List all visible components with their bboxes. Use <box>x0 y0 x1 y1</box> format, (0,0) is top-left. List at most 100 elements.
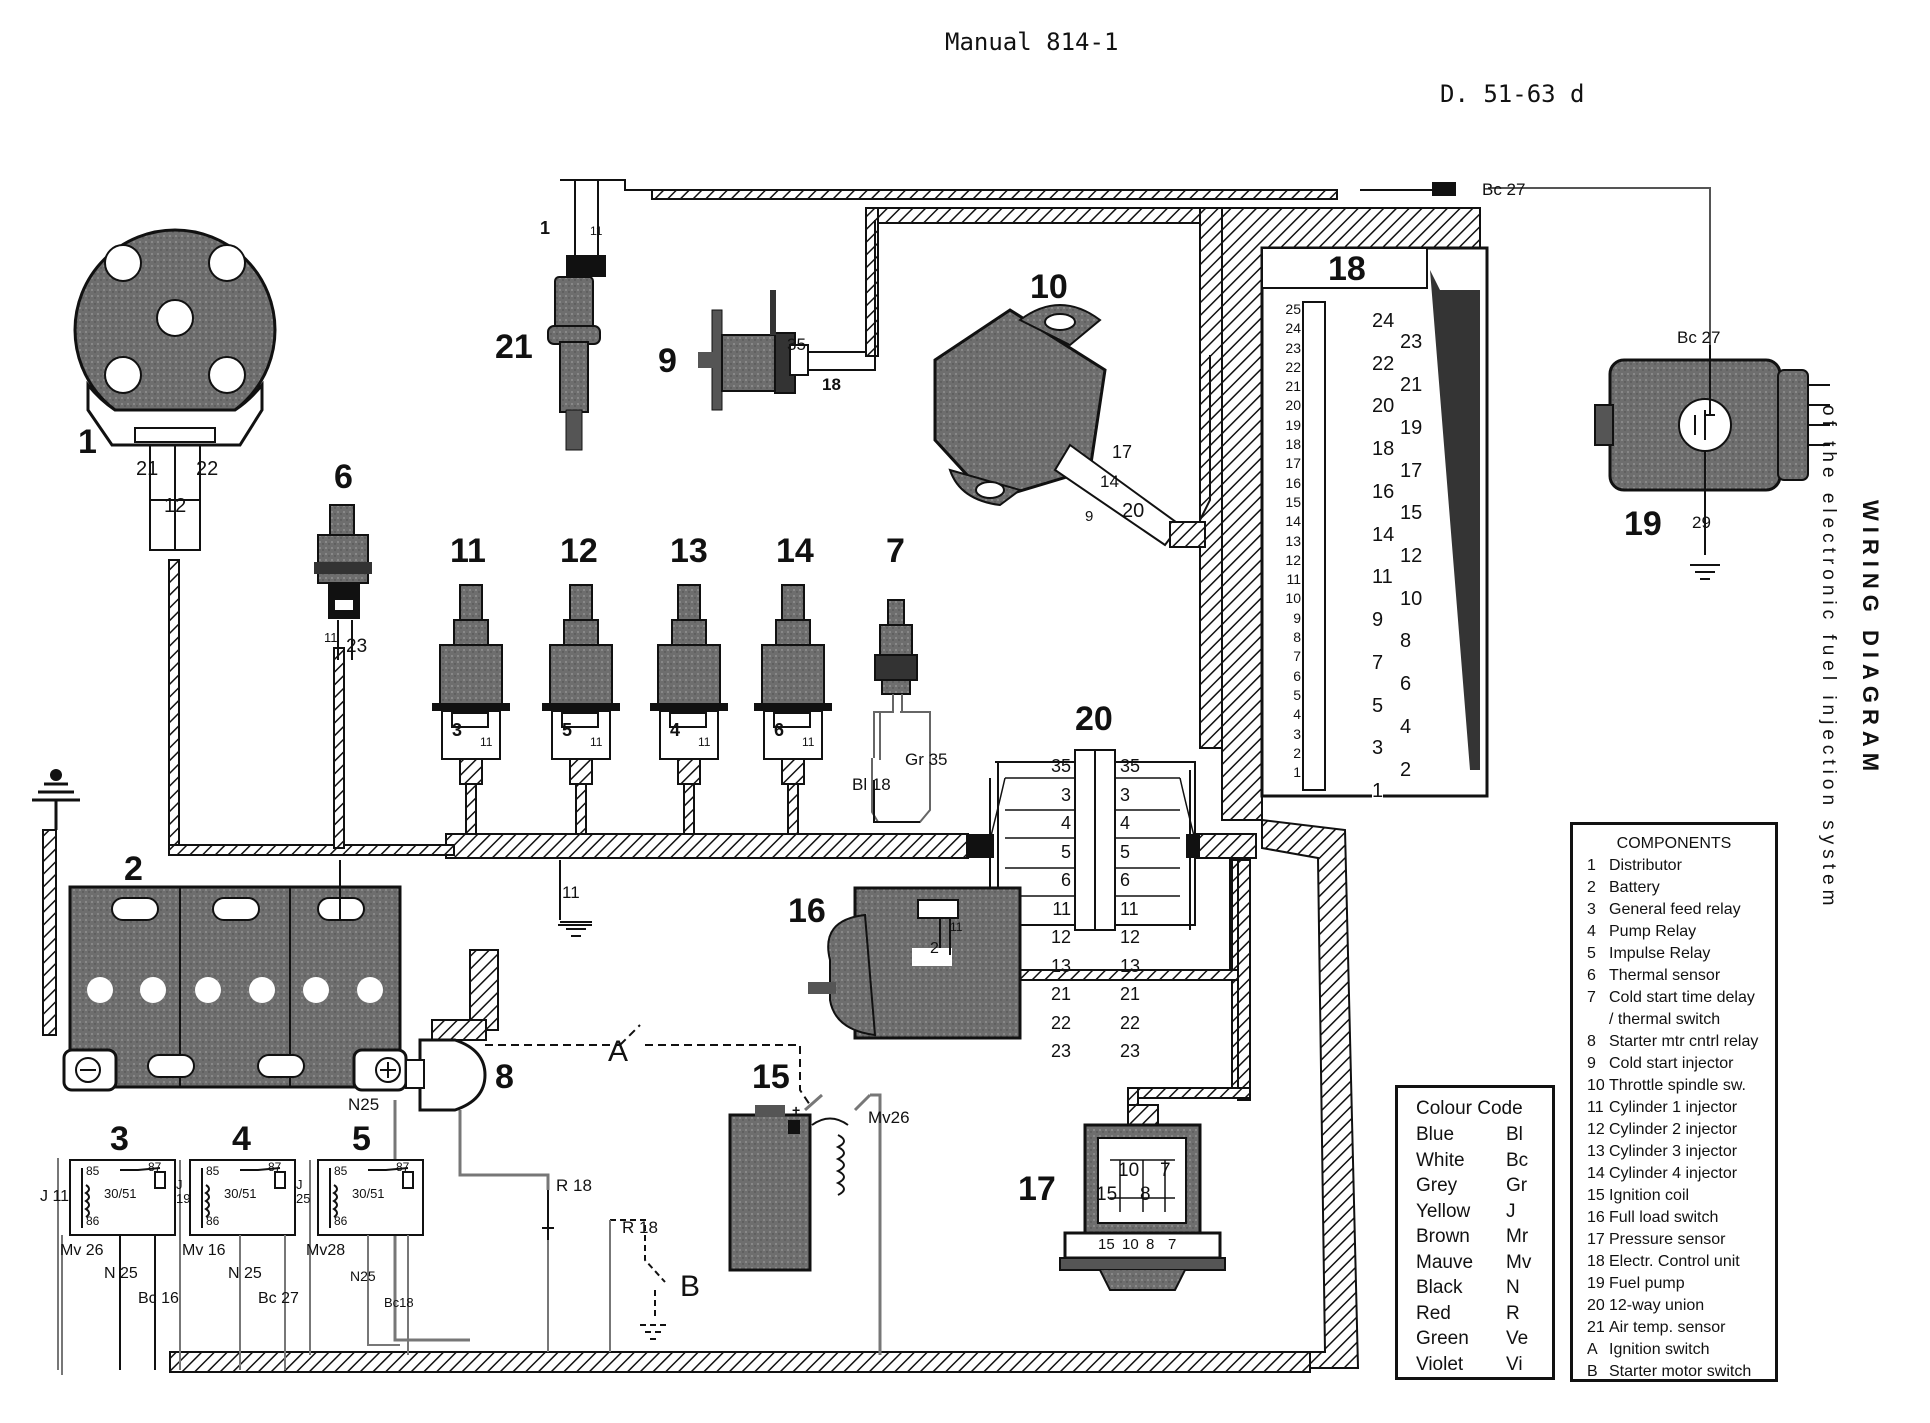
fuel-pump <box>1488 187 1830 580</box>
relay3-86: 86 <box>86 1214 100 1228</box>
component-key: 15 <box>1587 1187 1605 1204</box>
relay5-87: 87 <box>396 1160 410 1174</box>
thermal-sensor <box>314 504 372 660</box>
union-right-pin: 22 <box>1120 1012 1141 1033</box>
colour-abbrev: Mr <box>1506 1226 1529 1247</box>
wire-csi-35: 35 <box>787 335 806 354</box>
component-name: Starter motor switch <box>1609 1363 1752 1380</box>
ecu-wire-label: 1 <box>1372 780 1384 803</box>
distributor <box>73 228 277 551</box>
union-right-pins: 35 3 4 5 6 11 12 13 21 22 23 <box>1120 752 1186 1066</box>
label-16: 16 <box>788 892 826 930</box>
ps-b15: 15 <box>1098 1236 1115 1253</box>
ecu-pin: 3 <box>1293 725 1301 742</box>
union-right-pin: 12 <box>1120 927 1141 947</box>
component-name: Cylinder 2 injector <box>1609 1121 1738 1138</box>
label-7: 7 <box>886 532 905 570</box>
wire-dist-12: 12 <box>164 495 187 517</box>
wire-inj4-b: 11 <box>802 735 815 749</box>
relay5-85: 85 <box>334 1164 348 1178</box>
component-name: Battery <box>1609 879 1660 896</box>
colour-name: Yellow <box>1416 1200 1471 1222</box>
union-right-pin: 21 <box>1120 984 1141 1004</box>
ecu-wire-fan <box>1430 270 1480 770</box>
colour-abbrev: N <box>1506 1277 1520 1298</box>
ecu-pin: 16 <box>1285 474 1301 491</box>
colour-abbrev: Mv <box>1506 1251 1532 1273</box>
wire-inj4-a: 6 <box>774 720 785 740</box>
ecu-pin: 7 <box>1293 648 1301 665</box>
union-right-pin: 13 <box>1120 955 1141 976</box>
wire-csi-18: 18 <box>822 375 841 394</box>
wire-inj2-a: 5 <box>562 720 573 740</box>
label-2: 2 <box>124 850 143 888</box>
ps-10: 10 <box>1118 1160 1140 1181</box>
label-15: 15 <box>752 1058 790 1096</box>
union-12-way <box>989 749 1196 931</box>
switch-b-label: B <box>680 1270 701 1303</box>
throttle-spindle-switch <box>933 304 1211 548</box>
ecu-pin: 14 <box>1285 513 1301 530</box>
relay4-bc: Bc 27 <box>258 1290 299 1307</box>
ecu-wire-label: 23 <box>1400 331 1423 355</box>
component-key: 12 <box>1587 1121 1605 1138</box>
ps-b8: 8 <box>1146 1236 1155 1253</box>
harness-main <box>42 189 1481 1373</box>
label-8: 8 <box>495 1058 514 1096</box>
colour-name: Red <box>1416 1302 1451 1324</box>
wire-bc27-pump: Bc 27 <box>1677 328 1721 347</box>
colour-name: Grey <box>1416 1175 1458 1196</box>
component-name: Cylinder 1 injector <box>1609 1099 1738 1116</box>
wire-bc27-top: Bc 27 <box>1482 180 1526 199</box>
injector-3 <box>650 584 728 835</box>
ecu-wire-label: 2 <box>1400 758 1412 782</box>
component-key: 18 <box>1587 1253 1605 1270</box>
wire-29: 29 <box>1692 513 1711 532</box>
component-key: 2 <box>1587 879 1596 896</box>
coil-plus: + <box>792 1102 801 1118</box>
component-key: 13 <box>1587 1143 1605 1160</box>
component-name: Cylinder 3 injector <box>1609 1143 1738 1160</box>
relay3-87: 87 <box>148 1160 162 1174</box>
component-name: Throttle spindle sw. <box>1609 1077 1746 1094</box>
union-left-pin: 23 <box>1050 1041 1071 1061</box>
wire-bl18: Bl 18 <box>852 775 891 794</box>
union-right-pin: 6 <box>1120 870 1131 890</box>
component-name: Distributor <box>1609 857 1682 874</box>
ecu-wire-label: 8 <box>1400 630 1412 654</box>
ecu-wire-label: 12 <box>1400 545 1423 568</box>
ecu-pin: 4 <box>1293 706 1301 723</box>
component-name: Thermal sensor <box>1609 967 1721 984</box>
component-name: 12-way union <box>1609 1297 1705 1314</box>
ecu-wire-label: 18 <box>1372 438 1395 462</box>
ecu-pin: 1 <box>1293 764 1301 781</box>
ecu-wire-label: 9 <box>1372 609 1384 633</box>
ecu-pin: 12 <box>1285 551 1301 568</box>
colour-abbrev: Bl <box>1506 1124 1523 1145</box>
union-left-pin: 13 <box>1050 955 1071 976</box>
label-18: 18 <box>1328 250 1366 288</box>
colour-name: Violet <box>1416 1353 1464 1375</box>
wire-fls-2: 2 <box>930 940 939 957</box>
ecu-wire-label: 16 <box>1372 480 1395 504</box>
relay5-3051: 30/51 <box>352 1186 385 1201</box>
component-name: Cylinder 4 injector <box>1609 1165 1738 1182</box>
relay4-87: 87 <box>268 1160 282 1174</box>
ecu-wire-label: 4 <box>1400 715 1412 739</box>
label-21: 21 <box>495 328 533 366</box>
ecu-wire-label: 24 <box>1372 310 1395 333</box>
relay3-mv: Mv 26 <box>60 1242 104 1259</box>
ecu-pin: 21 <box>1285 378 1301 395</box>
union-left-pin: 11 <box>1052 898 1071 919</box>
